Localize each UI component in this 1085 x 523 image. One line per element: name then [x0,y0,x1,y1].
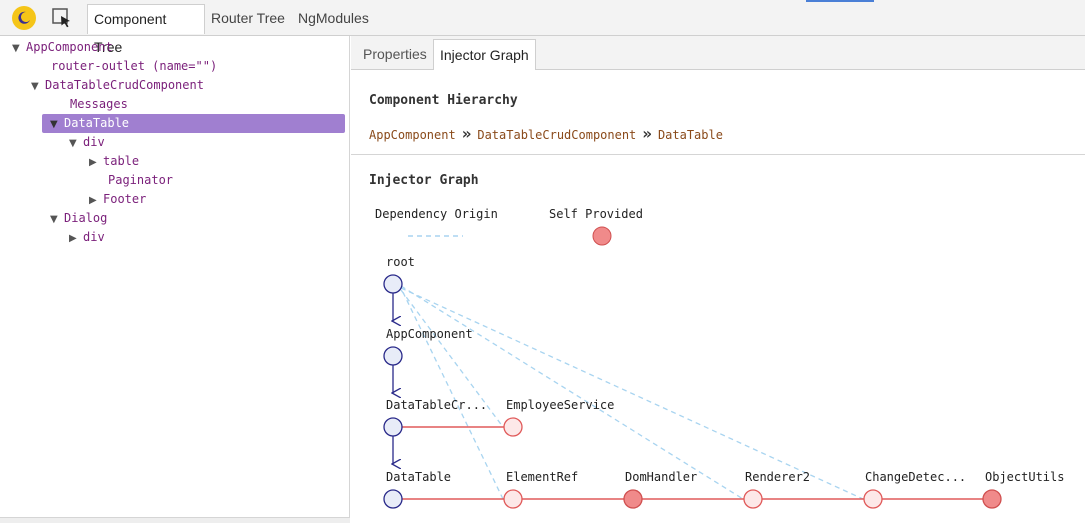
graph-node-objectutils[interactable] [982,489,1002,509]
dependency-link [400,289,504,428]
tree-node-router-outlet[interactable]: router-outlet (name="") [37,57,217,76]
tree-node-dialog-div[interactable]: ▶ div [69,228,105,247]
inspect-cursor-icon [52,8,70,28]
expand-toggle-icon[interactable]: ▶ [69,233,77,244]
tab-router-tree[interactable]: Router Tree [211,10,285,26]
graph-label-renderer2: Renderer2 [745,470,810,484]
section-divider [351,154,1085,155]
graph-label-elementref: ElementRef [506,470,578,484]
expand-toggle-icon[interactable]: ▶ [89,157,97,168]
theme-toggle-button[interactable] [12,6,36,30]
dependency-link [398,283,504,500]
tree-node-label: table [103,154,140,168]
moon-icon [18,11,30,24]
tree-node-label: Messages [70,97,128,111]
injector-graph: Dependency Origin Self Provided [375,207,1064,509]
tree-node-messages[interactable]: Messages [56,95,128,114]
tree-node-attribute: (name="") [152,59,218,73]
expand-toggle-icon[interactable]: ▼ [31,81,39,92]
tree-node-appcomponent[interactable]: ▼ AppComponent [12,38,113,57]
tree-node-label: div [83,230,105,244]
tree-node-label: Paginator [108,173,174,187]
injector-graph-heading: Injector Graph [369,173,479,188]
graph-node-root[interactable] [383,274,403,294]
breadcrumb-item[interactable]: DataTableCrudComponent [477,128,637,142]
graph-node-elementref[interactable] [503,489,523,509]
graph-node-domhandler[interactable] [623,489,643,509]
graph-label-domhandler: DomHandler [625,470,697,484]
tab-properties[interactable]: Properties [363,46,427,62]
tree-node-div[interactable]: ▼ div [69,133,105,152]
tree-node-dialog[interactable]: ▼ Dialog [50,209,107,228]
graph-label-datatable: DataTable [386,470,451,484]
details-panel: Properties Injector Graph Component Hier… [351,36,1085,523]
legend-self-provided-label: Self Provided [549,207,643,221]
graph-node-renderer2[interactable] [743,489,763,509]
legend-dependency-origin-label: Dependency Origin [375,207,498,221]
breadcrumb-item[interactable]: DataTable [657,128,723,142]
tree-scrollbar-track[interactable] [0,517,350,523]
tree-node-datatablecrud[interactable]: ▼ DataTableCrudComponent [31,76,204,95]
inspect-element-button[interactable] [50,6,74,30]
expand-toggle-icon[interactable]: ▼ [50,214,58,225]
expand-toggle-icon[interactable]: ▼ [50,119,58,130]
breadcrumb-item[interactable]: AppComponent [369,128,456,142]
tree-node-label: div [83,135,105,149]
active-indicator [806,0,874,2]
graph-node-appcomponent[interactable] [383,346,403,366]
devtools-toolbar: Component Tree Router Tree NgModules [0,0,1085,55]
graph-node-datatable[interactable] [383,489,403,509]
tree-node-datatable[interactable]: ▼ DataTable [42,114,345,133]
graph-node-changedetector[interactable] [863,489,883,509]
tab-ngmodules[interactable]: NgModules [298,10,369,26]
tab-component-tree[interactable]: Component Tree [87,4,205,55]
expand-toggle-icon[interactable]: ▼ [69,138,77,149]
tree-node-table[interactable]: ▶ table [89,152,139,171]
tree-node-footer[interactable]: ▶ Footer [89,190,146,209]
tree-node-label: DataTable [64,116,130,130]
expand-toggle-icon[interactable]: ▼ [12,43,20,54]
tree-node-label: Footer [103,192,147,206]
tree-node-label: Dialog [64,211,108,225]
component-hierarchy-heading: Component Hierarchy [369,93,518,108]
graph-label-appcomponent: AppComponent [386,327,473,341]
dependency-link [400,285,744,500]
graph-label-objectutils: ObjectUtils [985,470,1064,484]
graph-label-datatablecrud: DataTableCr... [386,398,487,412]
expand-toggle-icon[interactable]: ▶ [89,195,97,206]
graph-node-datatablecrud[interactable] [383,417,403,437]
dependency-link [400,287,864,500]
tree-node-label: router-outlet [51,59,145,73]
breadcrumb: AppComponent » DataTableCrudComponent » Data… [369,124,723,143]
tree-node-label: DataTableCrudComponent [45,78,204,92]
tree-node-paginator[interactable]: Paginator [94,171,173,190]
legend-self-provided-node [592,226,612,246]
component-tree: ▼ AppComponent router-outlet (name="") ▼ D… [0,36,350,523]
panel-tab-bar: Properties Injector Graph [351,36,1085,70]
tree-node-label: AppComponent [26,40,113,54]
graph-label-changedetector: ChangeDetec... [865,470,966,484]
tab-injector-graph[interactable]: Injector Graph [433,39,536,70]
breadcrumb-separator: » [461,124,472,143]
graph-label-root: root [386,255,415,269]
graph-node-employeeservice[interactable] [503,417,523,437]
breadcrumb-separator: » [642,124,652,143]
graph-label-employeeservice: EmployeeService [506,398,614,412]
